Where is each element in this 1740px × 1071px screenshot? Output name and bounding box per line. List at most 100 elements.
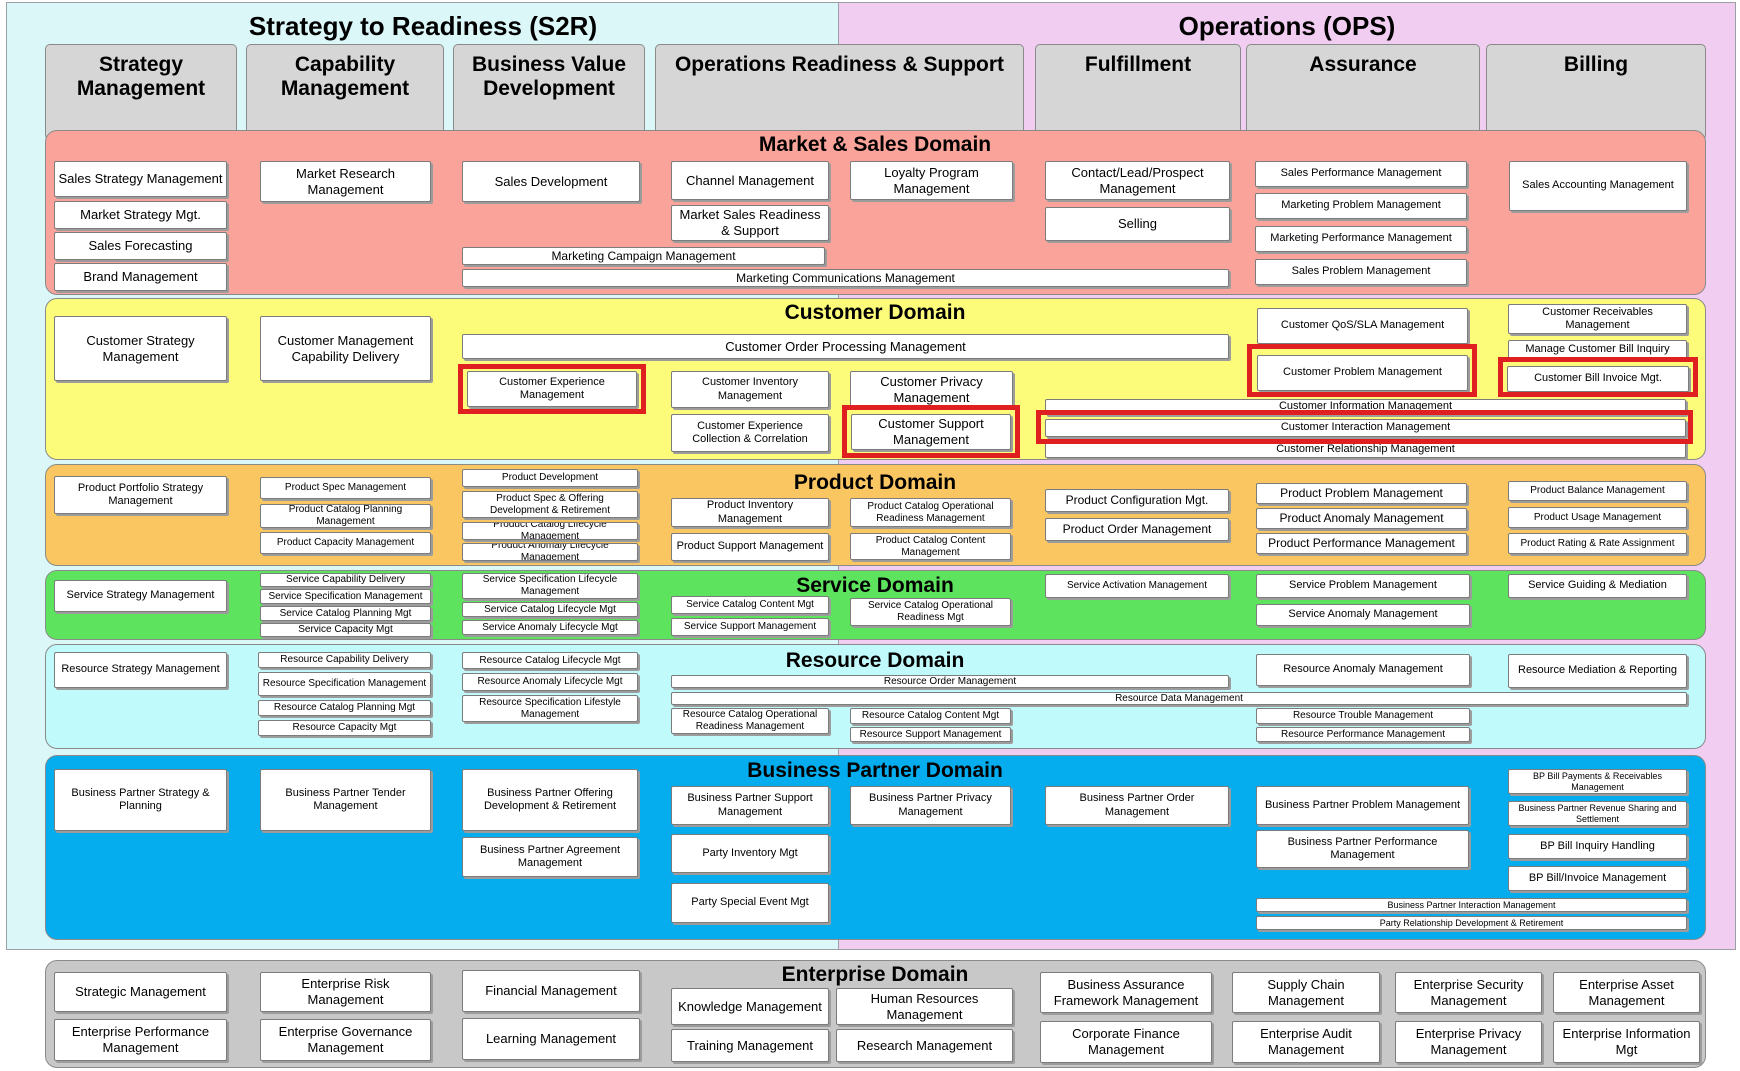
box-customer-receivables-management: Customer Receivables Management: [1508, 304, 1687, 334]
box-customer-privacy-management: Customer Privacy Management: [850, 371, 1013, 408]
box-business-partner-offering-development-retirement: Business Partner Offering Development & …: [462, 769, 638, 831]
box-financial-management: Financial Management: [462, 970, 640, 1012]
box-enterprise-information-mgt: Enterprise Information Mgt: [1553, 1021, 1700, 1063]
box-customer-management-capability-delivery: Customer Management Capability Delivery: [260, 316, 431, 381]
box-product-spec-offering-development-retirement: Product Spec & Offering Development & Re…: [462, 491, 638, 518]
box-business-partner-interaction-management: Business Partner Interaction Management: [1256, 898, 1687, 912]
box-customer-order-processing-management: Customer Order Processing Management: [462, 334, 1229, 359]
box-sales-development: Sales Development: [462, 161, 640, 202]
box-product-order-management: Product Order Management: [1045, 518, 1229, 541]
box-sales-accounting-management: Sales Accounting Management: [1509, 161, 1687, 211]
box-resource-capacity-mgt: Resource Capacity Mgt: [258, 720, 431, 736]
box-service-specification-lifecycle-management: Service Specification Lifecycle Manageme…: [462, 573, 638, 599]
box-marketing-problem-management: Marketing Problem Management: [1255, 193, 1467, 219]
box-customer-problem-management: Customer Problem Management: [1257, 355, 1468, 391]
box-business-assurance-framework-management: Business Assurance Framework Management: [1040, 972, 1212, 1013]
box-customer-experience-management: Customer Experience Management: [467, 371, 637, 407]
box-product-rating-rate-assignment: Product Rating & Rate Assignment: [1508, 533, 1687, 554]
box-business-partner-tender-management: Business Partner Tender Management: [260, 769, 431, 831]
domain-resource-title: Resource Domain: [785, 649, 965, 672]
box-bp-bill-invoice-management: BP Bill/Invoice Management: [1508, 866, 1687, 891]
box-customer-qos-sla-management: Customer QoS/SLA Management: [1257, 308, 1468, 344]
box-customer-support-management: Customer Support Management: [851, 414, 1011, 450]
box-training-management: Training Management: [671, 1029, 829, 1062]
box-product-catalog-planning-management: Product Catalog Planning Management: [260, 504, 431, 528]
box-product-catalog-lifecycle-management: Product Catalog Lifecycle Management: [462, 522, 638, 540]
box-resource-catalog-planning-mgt: Resource Catalog Planning Mgt: [258, 700, 431, 716]
box-service-catalog-content-mgt: Service Catalog Content Mgt: [671, 596, 829, 614]
box-business-partner-privacy-management: Business Partner Privacy Management: [850, 786, 1011, 825]
box-customer-bill-invoice-mgt: Customer Bill Invoice Mgt.: [1507, 366, 1689, 392]
domain-product-title: Product Domain: [793, 471, 957, 494]
box-sales-performance-management: Sales Performance Management: [1255, 161, 1467, 187]
box-product-anomaly-lifecycle-management: Product Anomaly Lifecycle Management: [462, 543, 638, 561]
box-learning-management: Learning Management: [462, 1018, 640, 1060]
box-resource-data-management: Resource Data Management: [671, 692, 1687, 705]
box-service-support-management: Service Support Management: [671, 618, 829, 636]
box-brand-management: Brand Management: [54, 263, 227, 291]
box-product-capacity-management: Product Capacity Management: [260, 532, 431, 554]
box-enterprise-asset-management: Enterprise Asset Management: [1553, 972, 1700, 1013]
box-resource-strategy-management: Resource Strategy Management: [54, 652, 227, 688]
box-knowledge-management: Knowledge Management: [671, 988, 829, 1025]
highlight-customer-problem-management: [1247, 344, 1477, 397]
box-product-portfolio-strategy-management: Product Portfolio Strategy Management: [54, 476, 227, 514]
box-business-partner-problem-management: Business Partner Problem Management: [1256, 786, 1469, 825]
box-resource-capability-delivery: Resource Capability Delivery: [258, 652, 431, 668]
highlight-customer-support-management: [842, 405, 1020, 458]
box-loyalty-program-management: Loyalty Program Management: [850, 161, 1013, 200]
box-product-development: Product Development: [462, 469, 638, 487]
box-product-catalog-operational-readiness-management: Product Catalog Operational Readiness Ma…: [850, 498, 1011, 527]
box-bp-bill-inquiry-handling: BP Bill Inquiry Handling: [1508, 834, 1687, 859]
box-market-research-management: Market Research Management: [260, 161, 431, 202]
box-resource-anomaly-management: Resource Anomaly Management: [1256, 654, 1470, 686]
box-customer-interaction-management: Customer Interaction Management: [1045, 419, 1686, 437]
box-customer-inventory-management: Customer Inventory Management: [671, 371, 829, 408]
box-market-sales-readiness-support: Market Sales Readiness & Support: [671, 205, 829, 241]
box-marketing-communications-management: Marketing Communications Management: [462, 269, 1229, 287]
box-enterprise-privacy-management: Enterprise Privacy Management: [1395, 1021, 1542, 1063]
box-service-capability-delivery: Service Capability Delivery: [260, 573, 431, 587]
column-fulfillment: Fulfillment: [1035, 44, 1241, 140]
box-human-resources-management: Human Resources Management: [836, 988, 1013, 1025]
box-resource-anomaly-lifecycle-mgt: Resource Anomaly Lifecycle Mgt: [462, 673, 638, 691]
column-strategy-management: Strategy Management: [45, 44, 237, 140]
box-product-anomaly-management: Product Anomaly Management: [1256, 508, 1467, 529]
column-capability-management: Capability Management: [246, 44, 444, 140]
box-resource-mediation-reporting: Resource Mediation & Reporting: [1508, 654, 1687, 688]
box-channel-management: Channel Management: [671, 161, 829, 200]
box-sales-strategy-management: Sales Strategy Management: [54, 161, 227, 197]
box-business-partner-revenue-sharing-settlement: Business Partner Revenue Sharing and Set…: [1508, 801, 1687, 826]
box-product-balance-management: Product Balance Management: [1508, 481, 1687, 501]
box-customer-strategy-management: Customer Strategy Management: [54, 316, 227, 381]
box-research-management: Research Management: [836, 1029, 1013, 1062]
box-resource-specification-management: Resource Specification Management: [258, 672, 431, 696]
box-party-relationship-development-retirement: Party Relationship Development & Retirem…: [1256, 916, 1687, 930]
box-party-inventory-mgt: Party Inventory Mgt: [671, 834, 829, 873]
box-business-partner-strategy-planning: Business Partner Strategy & Planning: [54, 769, 227, 831]
box-service-activation-management: Service Activation Management: [1045, 574, 1229, 598]
highlight-customer-interaction-management: [1036, 410, 1693, 444]
domain-enterprise-title: Enterprise Domain: [781, 963, 969, 986]
highlight-customer-bill-invoice-mgt: [1498, 357, 1698, 397]
box-enterprise-governance-management: Enterprise Governance Management: [260, 1019, 431, 1061]
box-resource-trouble-management: Resource Trouble Management: [1256, 708, 1470, 724]
box-product-spec-management: Product Spec Management: [260, 477, 431, 499]
box-business-partner-order-management: Business Partner Order Management: [1045, 786, 1229, 825]
box-service-specification-management: Service Specification Management: [260, 589, 431, 604]
box-service-catalog-lifecycle-mgt: Service Catalog Lifecycle Mgt: [462, 602, 638, 617]
box-resource-specification-lifestyle-management: Resource Specification Lifestyle Managem…: [462, 695, 638, 722]
box-sales-problem-management: Sales Problem Management: [1255, 259, 1467, 285]
box-service-catalog-planning-mgt: Service Catalog Planning Mgt: [260, 606, 431, 621]
box-product-inventory-management: Product Inventory Management: [671, 498, 829, 527]
box-product-usage-management: Product Usage Management: [1508, 507, 1687, 528]
domain-customer-title: Customer Domain: [784, 301, 966, 324]
column-assurance: Assurance: [1246, 44, 1480, 140]
box-business-partner-agreement-management: Business Partner Agreement Management: [462, 837, 638, 877]
box-manage-customer-bill-inquiry: Manage Customer Bill Inquiry: [1508, 340, 1687, 360]
highlight-customer-experience-management: [458, 364, 646, 414]
box-corporate-finance-management: Corporate Finance Management: [1040, 1021, 1212, 1063]
box-product-support-management: Product Support Management: [671, 533, 829, 561]
box-business-partner-performance-management: Business Partner Performance Management: [1256, 830, 1469, 868]
box-enterprise-performance-management: Enterprise Performance Management: [54, 1019, 227, 1061]
